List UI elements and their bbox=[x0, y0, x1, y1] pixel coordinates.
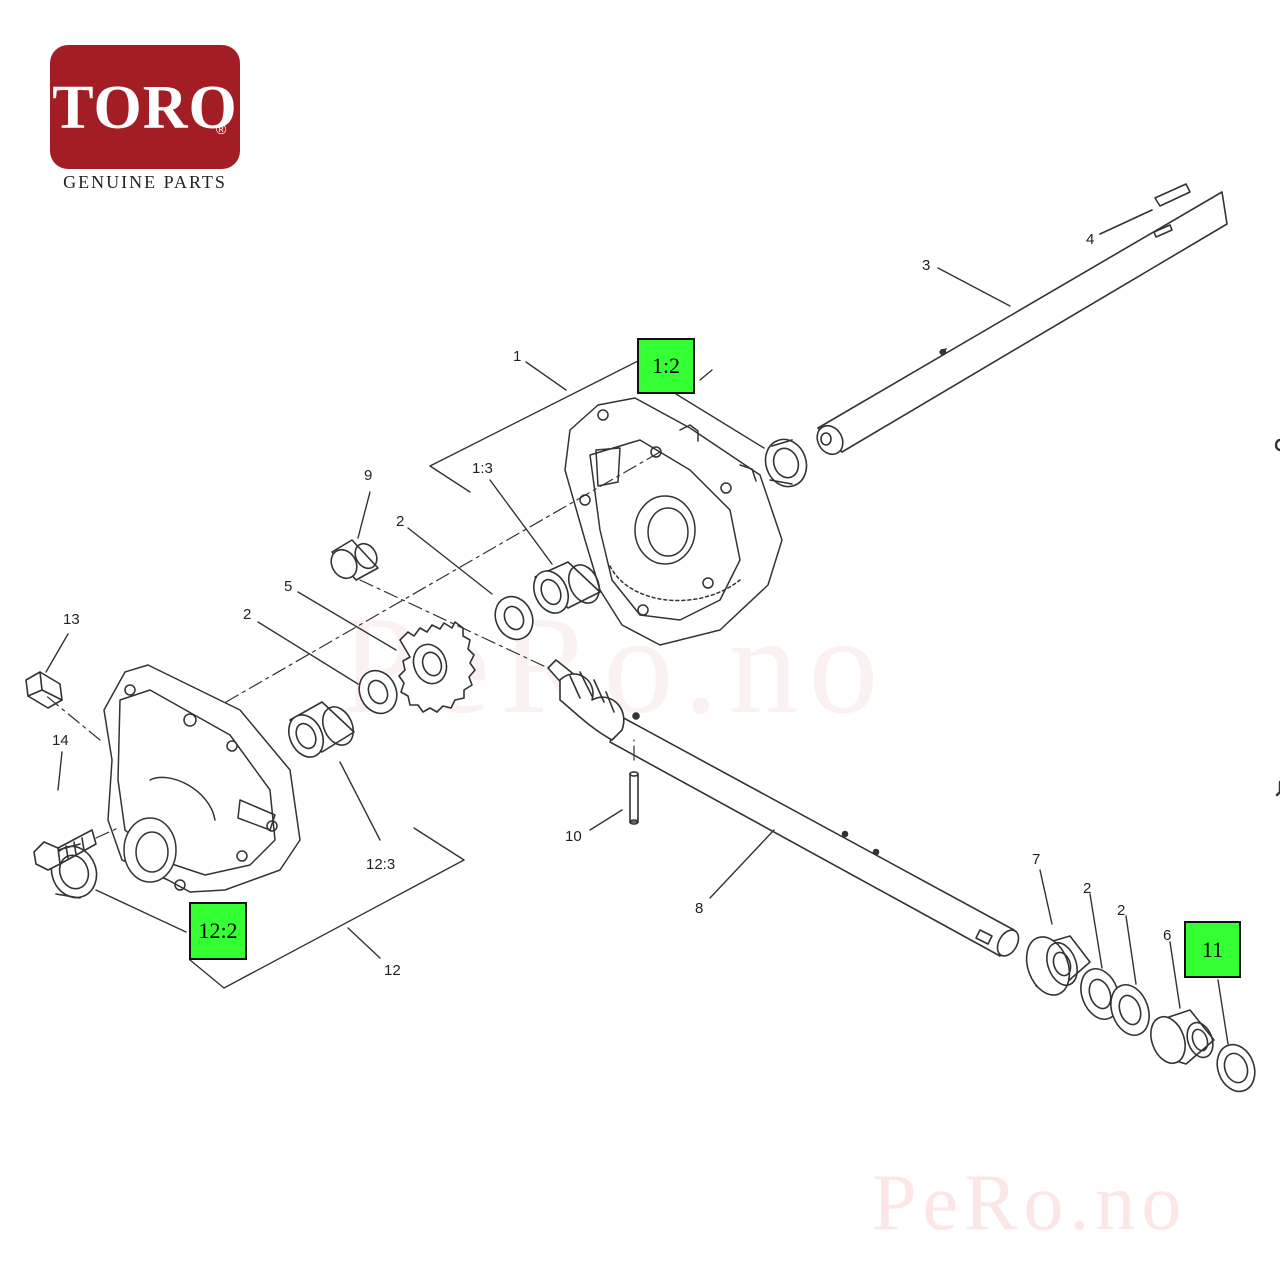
right-washer-2 bbox=[1110, 984, 1150, 1036]
callout-1-3: 1:3 bbox=[472, 460, 493, 477]
callout-badge-11[interactable]: 11 bbox=[1184, 921, 1241, 978]
pin bbox=[629, 771, 639, 825]
small-bushing bbox=[330, 539, 379, 581]
worm-shaft bbox=[547, 659, 1020, 957]
callout-4: 4 bbox=[1086, 231, 1094, 248]
callout-10: 10 bbox=[565, 828, 582, 845]
callout-2-right-a: 2 bbox=[1083, 880, 1091, 897]
callout-6: 6 bbox=[1163, 927, 1171, 944]
lower-gear-housing bbox=[103, 664, 301, 893]
toro-logo: TORO bbox=[50, 45, 240, 169]
edge-marks bbox=[1274, 438, 1280, 797]
callout-13: 13 bbox=[63, 611, 80, 628]
callout-8: 8 bbox=[695, 900, 703, 917]
callout-3: 3 bbox=[922, 257, 930, 274]
callout-1: 1 bbox=[513, 348, 521, 365]
upper-bushing bbox=[532, 561, 601, 614]
callout-5: 5 bbox=[284, 578, 292, 595]
center-lines bbox=[43, 451, 661, 839]
callout-2-right-b: 2 bbox=[1117, 902, 1125, 919]
key bbox=[1099, 183, 1191, 238]
callout-14: 14 bbox=[52, 732, 69, 749]
leader-lines bbox=[45, 267, 1229, 1045]
spur-gear bbox=[398, 621, 476, 713]
logo-text: TORO bbox=[52, 74, 238, 142]
upper-seal bbox=[764, 438, 808, 488]
flanged-bushing bbox=[1150, 1009, 1215, 1065]
bolt bbox=[33, 829, 97, 871]
upper-gear-housing bbox=[564, 397, 783, 646]
callout-12: 12 bbox=[384, 962, 401, 979]
middle-washer bbox=[358, 669, 398, 715]
callout-labels: 1 1:3 2 2 2 2 2 3 4 5 6 7 8 9 10 12 12:3… bbox=[52, 231, 1171, 979]
bottom-watermark: PeRo.no bbox=[872, 1159, 1188, 1247]
upper-shaft bbox=[816, 191, 1228, 456]
logo-subtitle: GENUINE PARTS bbox=[63, 172, 227, 192]
callout-12-3: 12:3 bbox=[366, 856, 395, 873]
callout-badge-1-2[interactable]: 1:2 bbox=[637, 338, 695, 394]
callout-2-upper: 2 bbox=[396, 513, 404, 530]
bearing bbox=[1025, 935, 1091, 996]
callout-7: 7 bbox=[1032, 851, 1040, 868]
callout-badge-12-2[interactable]: 12:2 bbox=[189, 902, 247, 960]
upper-washer bbox=[494, 595, 534, 641]
lower-bushing bbox=[287, 701, 355, 758]
nut bbox=[25, 671, 63, 709]
callout-2-middle: 2 bbox=[243, 606, 251, 623]
callout-9: 9 bbox=[364, 467, 372, 484]
lower-seal bbox=[50, 843, 98, 899]
right-seal bbox=[1216, 1043, 1256, 1093]
registered-mark: ® bbox=[216, 121, 227, 137]
